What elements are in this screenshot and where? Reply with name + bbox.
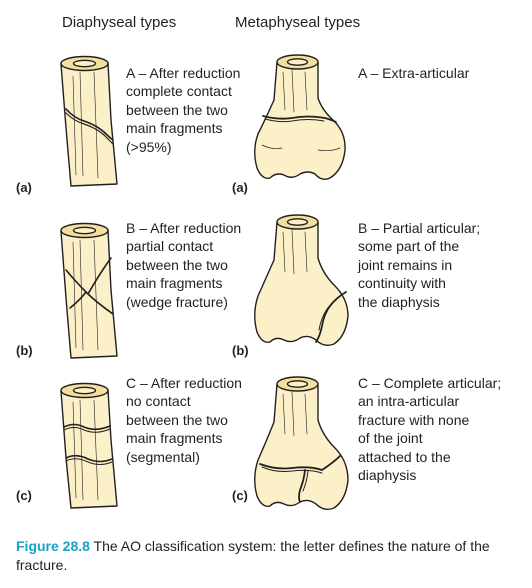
figure-caption-label: Figure 28.8 [16,538,90,554]
row-label-b-left: (b) [16,343,33,358]
metaphyseal-desc-a: A – Extra-articular [358,65,470,81]
metaphyseal-bone-a [254,54,346,181]
diaphyseal-desc-c: C – After reduction no contact between t… [126,375,242,465]
diaphyseal-desc-b: B – After reduction partial contact betw… [126,220,242,310]
diaphyseal-bone-c [60,382,118,509]
metaphyseal-desc-c: C – Complete articular; an intra-articul… [358,375,502,484]
diaphyseal-desc-a: A – After reduction complete contact bet… [126,65,241,155]
diaphyseal-header: Diaphyseal types [62,14,177,31]
row-label-a-left: (a) [16,180,32,195]
metaphyseal-desc-b: B – Partial articular; some part of the … [358,220,481,310]
figure-caption: Figure 28.8 The AO classification system… [16,537,514,575]
figure-caption-text: The AO classification system: the letter… [16,538,490,573]
row-label-a-mid: (a) [232,180,248,195]
diaphyseal-bone-a [60,55,118,187]
row-label-c-mid: (c) [232,488,248,503]
metaphyseal-bone-b [254,214,349,347]
diaphyseal-bone-b [60,222,118,359]
metaphyseal-header: Metaphyseal types [235,14,361,31]
metaphyseal-bone-c [254,376,349,511]
row-label-b-mid: (b) [232,343,249,358]
row-label-c-left: (c) [16,488,32,503]
